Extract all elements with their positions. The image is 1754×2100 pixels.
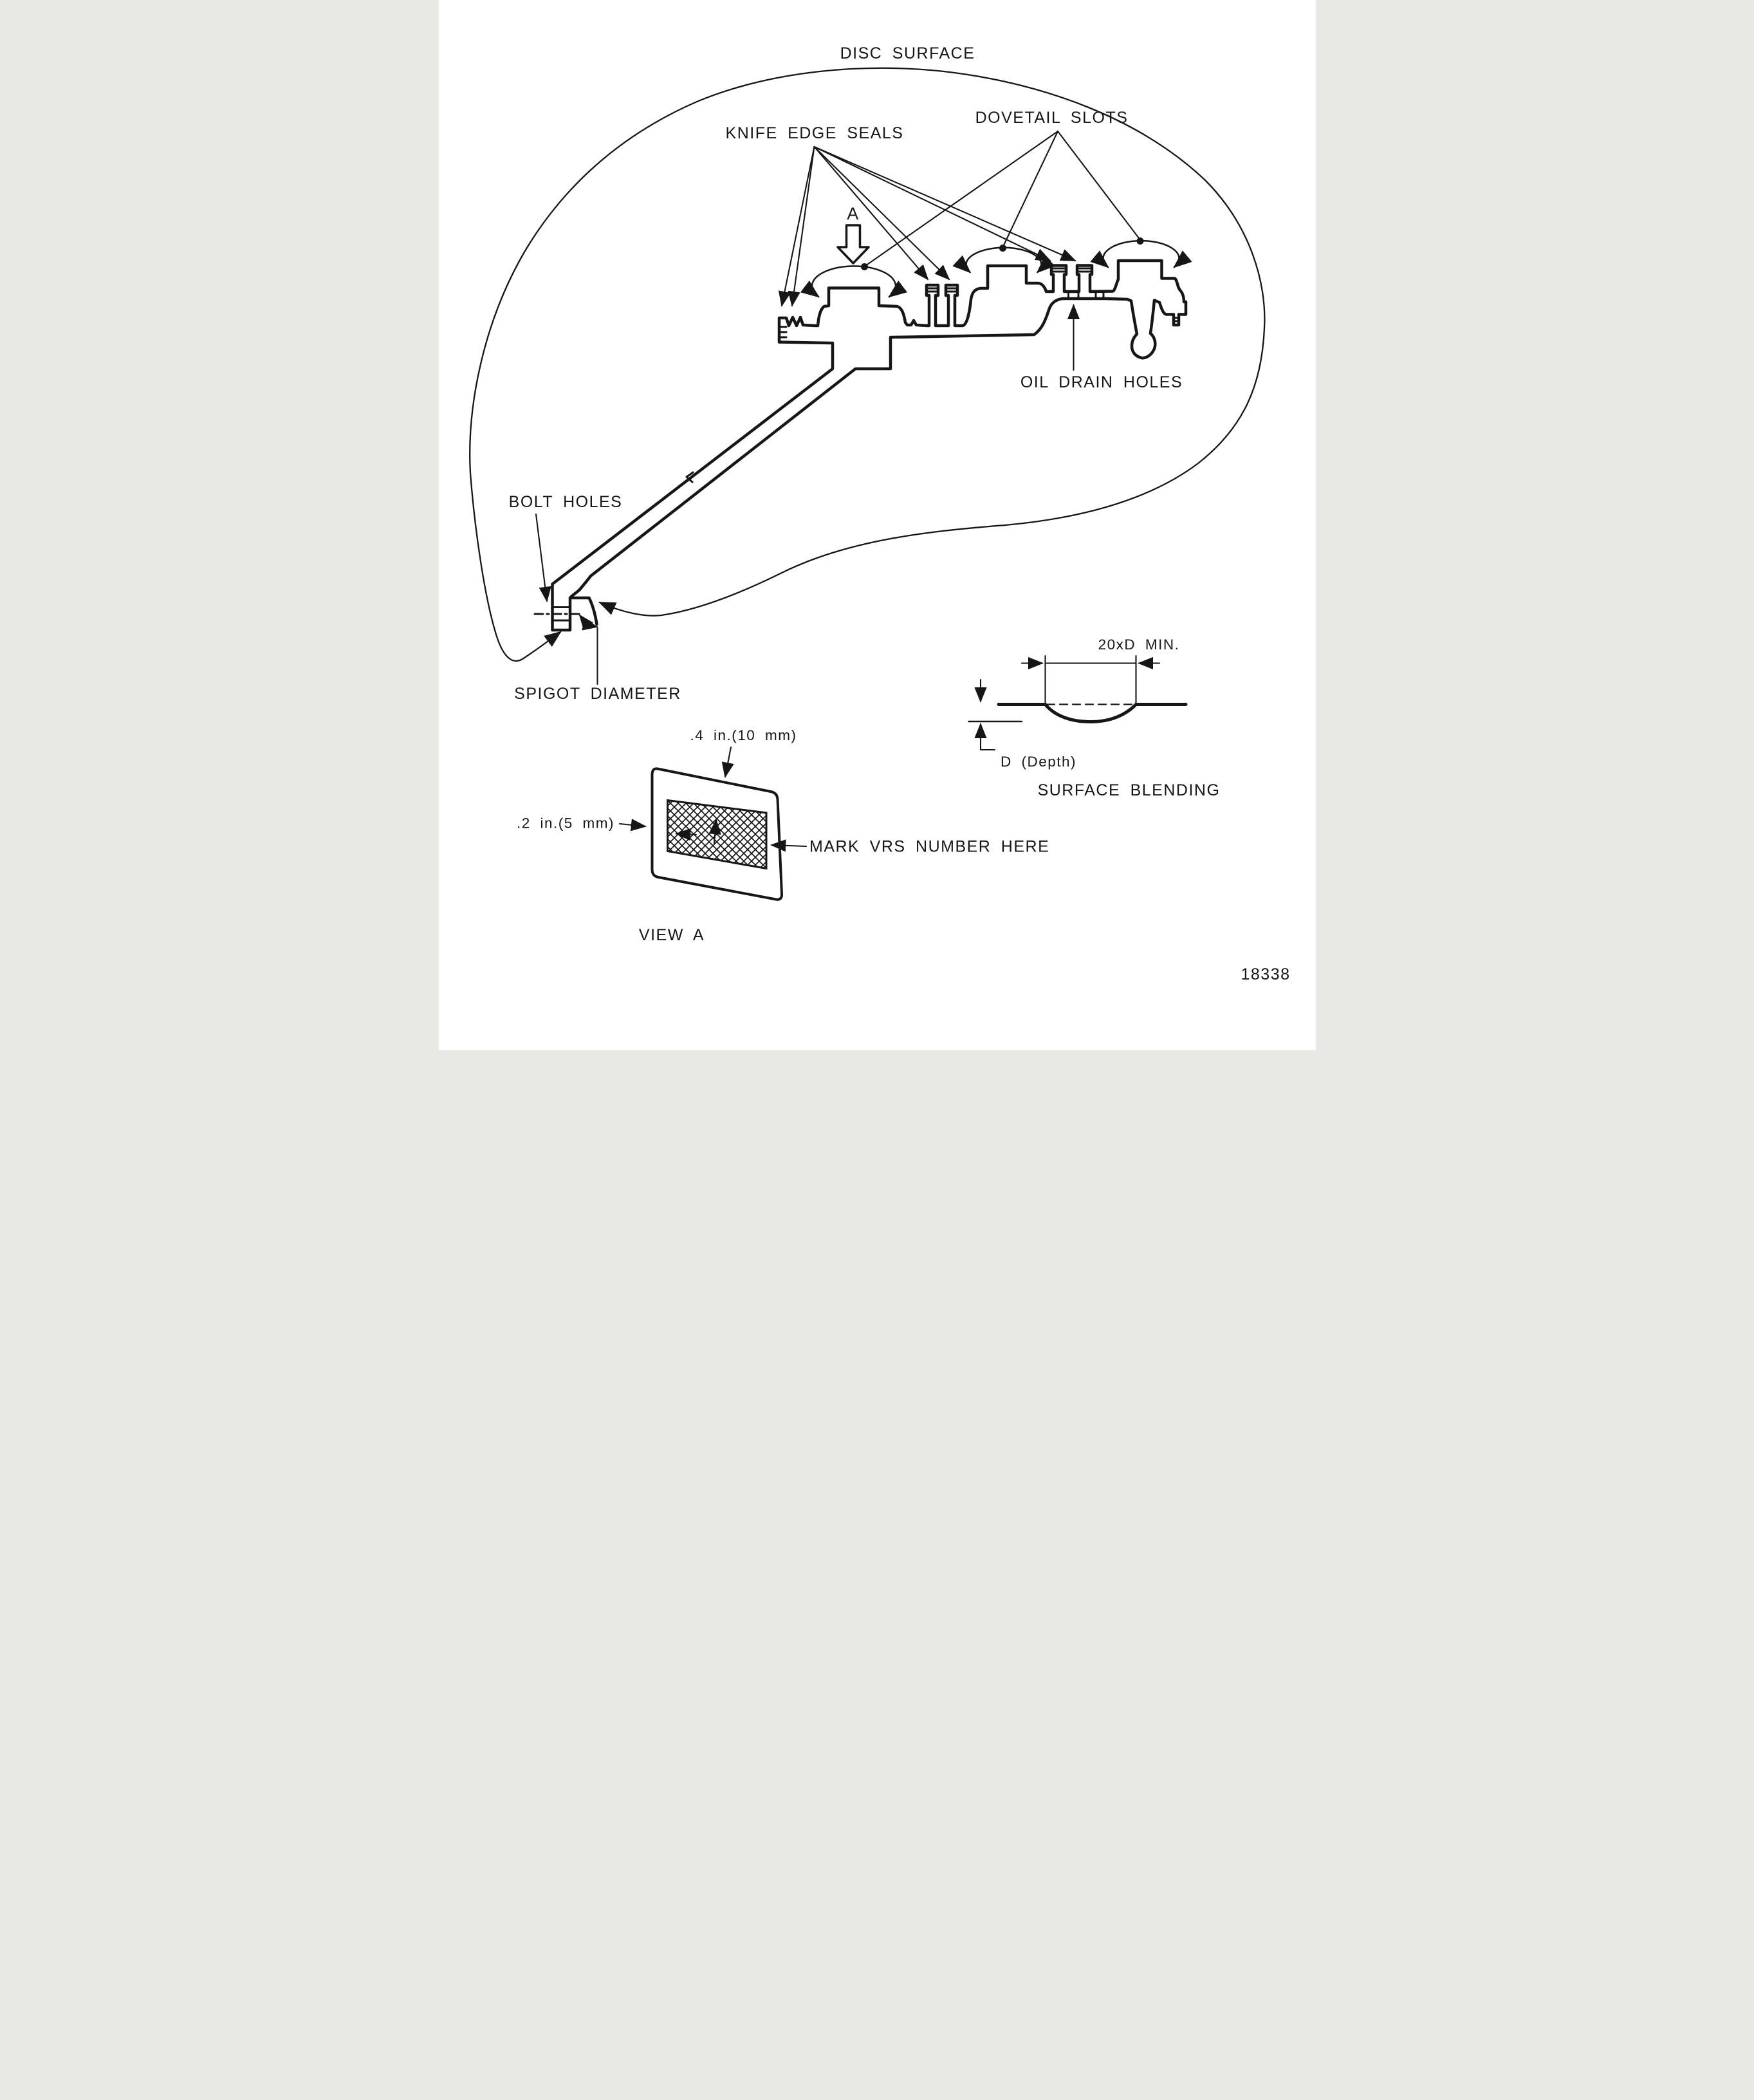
mark-note-leader	[770, 839, 807, 852]
dim-left-arrow	[618, 819, 647, 832]
left-post-ticks	[778, 326, 787, 339]
dim-top-label: .4 in.(10 mm)	[690, 727, 797, 743]
disc-surface-balloon: DISC SURFACE	[468, 44, 1266, 662]
knife-leader-3	[813, 145, 928, 281]
disc-web-and-hub-outline	[550, 340, 834, 632]
depth-leader-foot	[979, 745, 995, 751]
spigot-arc-arrows	[578, 614, 598, 631]
spigot-diameter-label: SPIGOT DIAMETER	[514, 685, 681, 703]
spigot-diameter-callout: SPIGOT DIAMETER	[514, 614, 681, 703]
oil-drain-channels	[1067, 290, 1104, 300]
figure-number: 18338	[1241, 965, 1290, 983]
dovetail-leader-2	[1002, 130, 1058, 247]
hatch-width-arrow	[674, 828, 697, 841]
leader-dot-2	[999, 245, 1006, 252]
manual-page: DISC SURFACE KNIFE EDGE SEALS	[438, 0, 1316, 1050]
bolt-holes-callout: BOLT HOLES	[508, 493, 622, 602]
seal-post-ticks	[925, 267, 1093, 293]
oil-drain-holes-callout: OIL DRAIN HOLES	[1020, 304, 1182, 391]
dovetail-leader-1	[864, 130, 1058, 267]
dovetail-slots-label: DOVETAIL SLOTS	[975, 109, 1128, 127]
marking-plate	[651, 767, 783, 901]
dovetail-ellipses	[800, 237, 1192, 298]
view-arrow-letter: A	[847, 204, 860, 223]
turbine-disc-diagram: DISC SURFACE KNIFE EDGE SEALS	[438, 0, 1316, 1050]
knife-leader-1	[778, 145, 815, 307]
surface-blending-caption: SURFACE BLENDING	[1037, 781, 1220, 799]
bolt-holes-leader	[535, 513, 551, 602]
balloon-curve	[468, 67, 1266, 662]
disc-profile-outline	[568, 259, 1187, 626]
dovetail-leader-3	[1057, 130, 1141, 241]
dovetail-slots-callout: DOVETAIL SLOTS	[864, 109, 1141, 267]
bolt-flange-lines	[551, 606, 571, 622]
knife-leader-4	[813, 145, 950, 281]
knife-leader-6	[813, 145, 1076, 262]
view-a-direction: A	[836, 204, 870, 265]
blend-width-dim-label: 20xD MIN.	[1098, 637, 1179, 653]
hatch-height-arrow	[708, 819, 721, 844]
right-post-ticks	[1172, 317, 1179, 322]
knife-leader-5	[813, 145, 1051, 262]
blend-extension-lines	[1044, 655, 1137, 705]
blend-surface-line	[997, 703, 1187, 723]
dovetail-ellipse-1	[800, 265, 907, 298]
surface-blending-detail: 20xD MIN. D (Depth) SURFACE BLENDING	[967, 637, 1220, 799]
oil-drain-holes-label: OIL DRAIN HOLES	[1020, 373, 1182, 391]
view-a-caption: VIEW A	[638, 926, 704, 944]
knife-edge-seals-callout: KNIFE EDGE SEALS	[725, 124, 1076, 307]
depth-label: D (Depth)	[1001, 754, 1076, 770]
view-a-detail: .4 in.(10 mm) .2 in.(5 mm) MARK VRS NUMB…	[516, 727, 1049, 944]
knife-leader-2	[788, 145, 815, 307]
bolt-holes-label: BOLT HOLES	[508, 493, 622, 511]
knife-edge-seals-label: KNIFE EDGE SEALS	[725, 124, 903, 142]
leader-dot-3	[1136, 237, 1143, 245]
view-direction-block-arrow-icon	[836, 224, 870, 265]
disc-cross-section	[533, 259, 1187, 632]
mark-note-label: MARK VRS NUMBER HERE	[809, 838, 1049, 856]
dovetail-ellipse-3	[1089, 239, 1192, 268]
disc-surface-label: DISC SURFACE	[840, 44, 975, 62]
dim-top-arrow	[721, 746, 734, 778]
web-jog	[685, 471, 694, 483]
dim-left-label: .2 in.(5 mm)	[516, 815, 614, 832]
